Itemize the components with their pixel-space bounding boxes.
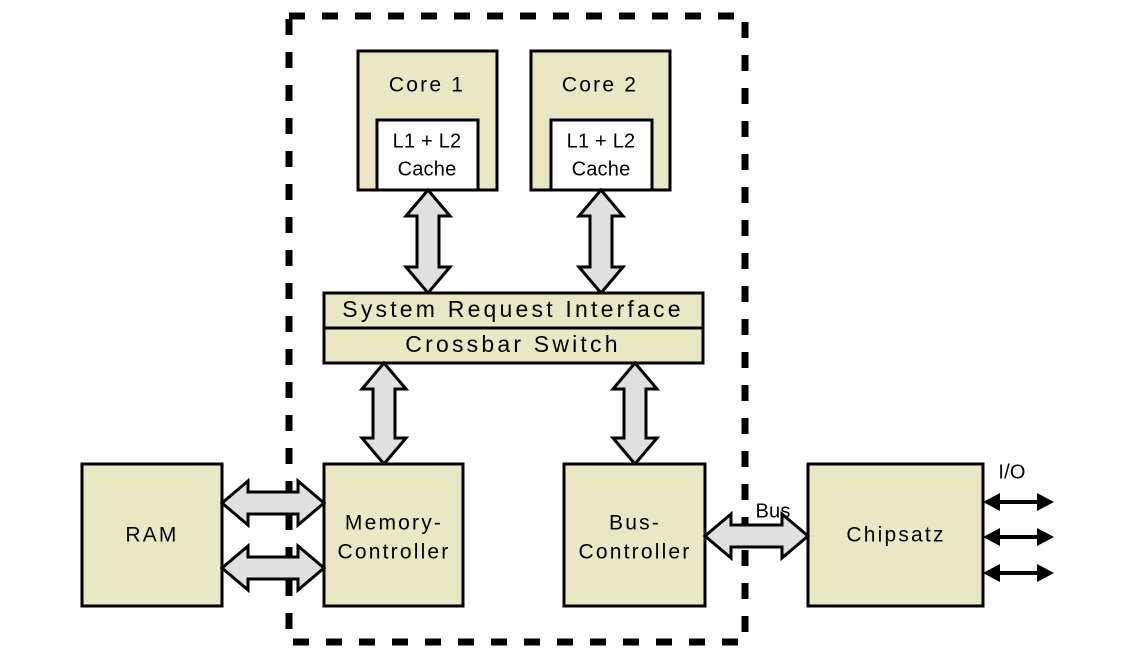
- bus-controller-label-line1: Bus-: [609, 512, 661, 535]
- core-2-label: Core 2: [562, 74, 638, 97]
- cache-2-block: [549, 118, 654, 192]
- core-1-label: Core 1: [389, 74, 465, 97]
- system-request-interface-label: System Request Interface: [342, 296, 683, 322]
- system-request-interface-block: [322, 291, 705, 330]
- core-1-to-sri-arrow: [402, 187, 454, 296]
- memory-controller-block: [322, 462, 465, 608]
- cache-1-label-line1: L1 + L2: [393, 130, 462, 152]
- crossbar-to-bus-controller-arrow: [609, 360, 661, 467]
- cpu-die-boundary: [285, 12, 749, 646]
- bus-label: Bus: [755, 500, 790, 522]
- ram-to-memory-controller-arrow-lower: [219, 542, 327, 594]
- bus-controller-to-chipset-arrow: [702, 510, 811, 562]
- bus-controller-label-line2: Controller: [578, 541, 691, 564]
- io-arrow-2: [983, 528, 1054, 546]
- memory-controller-label-line2: Controller: [337, 541, 450, 564]
- crossbar-to-memory-controller-arrow: [358, 360, 410, 467]
- cache-1-block: [375, 118, 480, 192]
- cache-2-label-line1: L1 + L2: [567, 130, 636, 152]
- ram-to-memory-controller-arrow-upper: [219, 477, 327, 529]
- ram-block: [80, 462, 224, 608]
- core-2-to-sri-arrow: [575, 187, 627, 296]
- bus-controller-block: [562, 462, 707, 608]
- cache-1-label-line2: Cache: [398, 158, 457, 180]
- ram-label: RAM: [125, 524, 178, 547]
- io-arrow-3: [983, 564, 1054, 582]
- chipset-label: Chipsatz: [846, 524, 945, 547]
- crossbar-switch-label: Crossbar Switch: [405, 331, 620, 357]
- io-arrow-1: [983, 493, 1054, 511]
- crossbar-switch-block: [322, 326, 705, 365]
- cache-2-label-line2: Cache: [572, 158, 631, 180]
- io-label: I/O: [998, 461, 1025, 483]
- chipset-block: [806, 462, 985, 608]
- memory-controller-label-line1: Memory-: [345, 512, 443, 535]
